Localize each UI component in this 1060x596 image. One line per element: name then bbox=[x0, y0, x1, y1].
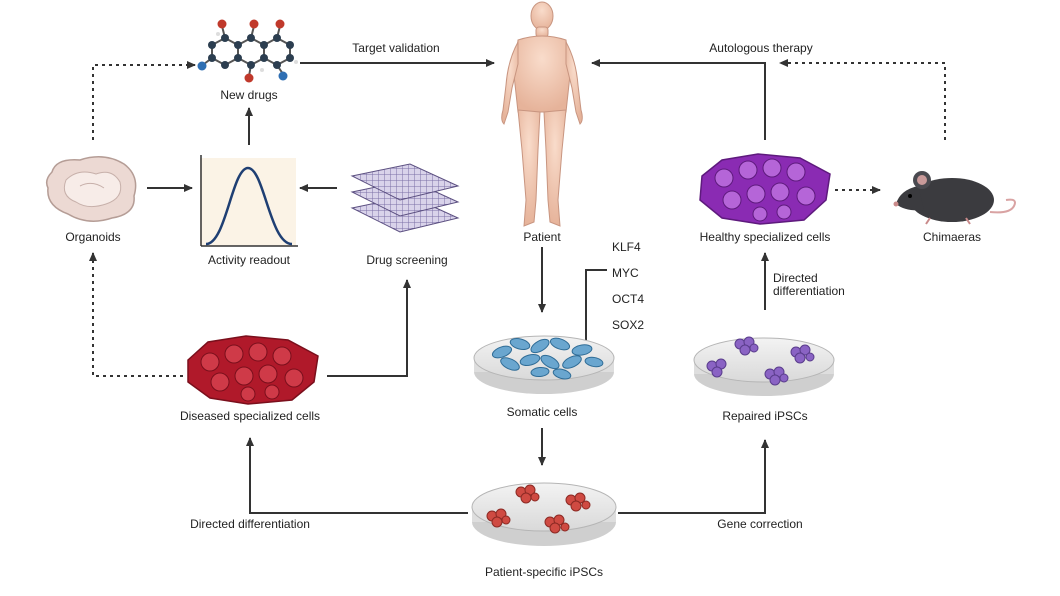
factor-label: KLF4 bbox=[612, 240, 641, 254]
node-label-new-drugs: New drugs bbox=[220, 88, 278, 102]
arrow-autologous-therapy bbox=[591, 59, 766, 140]
node-label-repaired-ipscs: Repaired iPSCs bbox=[722, 409, 808, 423]
patient-ipscs-dish bbox=[471, 482, 617, 546]
factor-label: SOX2 bbox=[612, 318, 645, 332]
node-label-organoids: Organoids bbox=[65, 230, 121, 244]
node-label-drug-screening: Drug screening bbox=[366, 253, 448, 267]
factor-label: OCT4 bbox=[612, 292, 645, 306]
molecule-icon bbox=[197, 19, 298, 83]
arrow-organoids-to-drugs bbox=[92, 61, 196, 140]
repaired-ipscs-dish bbox=[693, 336, 835, 396]
factor-label: MYC bbox=[612, 266, 639, 280]
arrows bbox=[89, 59, 946, 514]
mouse-icon bbox=[893, 171, 1016, 225]
organoid-icon bbox=[45, 156, 137, 222]
node-label-somatic-cells: Somatic cells bbox=[506, 405, 578, 419]
edge-label-directed-differentiation-right: Directed differentiation bbox=[773, 271, 845, 298]
node-label-activity-readout: Activity readout bbox=[207, 253, 291, 267]
node-label-healthy-cells: Healthy specialized cells bbox=[699, 230, 831, 244]
edge-label-target-validation: Target validation bbox=[352, 41, 440, 55]
arrow-ipscs-to-repaired bbox=[618, 439, 769, 514]
arrow-chimaeras-to-patient bbox=[779, 59, 946, 140]
somatic-cells-dish bbox=[473, 335, 615, 394]
arrow-diseased-to-organoids bbox=[89, 252, 183, 377]
human-figure-icon bbox=[501, 1, 583, 227]
arrow-diseased-to-screening bbox=[327, 279, 411, 377]
screening-plates-icon bbox=[350, 163, 460, 233]
node-label-patient-ipscs: Patient-specific iPSCs bbox=[484, 565, 604, 579]
edge-label-gene-correction: Gene correction bbox=[717, 517, 803, 531]
healthy-cells-icon bbox=[699, 153, 831, 225]
node-label-chimaeras: Chimaeras bbox=[922, 230, 982, 244]
diseased-cells-icon bbox=[187, 335, 319, 405]
edge-label-directed-differentiation-bottom: Directed differentiation bbox=[190, 517, 310, 531]
arrow-factors-to-somatic bbox=[582, 269, 607, 353]
arrow-ipscs-to-diseased bbox=[246, 437, 468, 514]
edge-label-autologous-therapy: Autologous therapy bbox=[709, 41, 813, 55]
activity-readout-chart bbox=[200, 155, 298, 247]
node-label-diseased-cells: Diseased specialized cells bbox=[179, 409, 321, 423]
node-label-patient: Patient bbox=[523, 230, 561, 244]
reprogramming-factors-list: KLF4 MYC OCT4 SOX2 bbox=[612, 228, 644, 345]
